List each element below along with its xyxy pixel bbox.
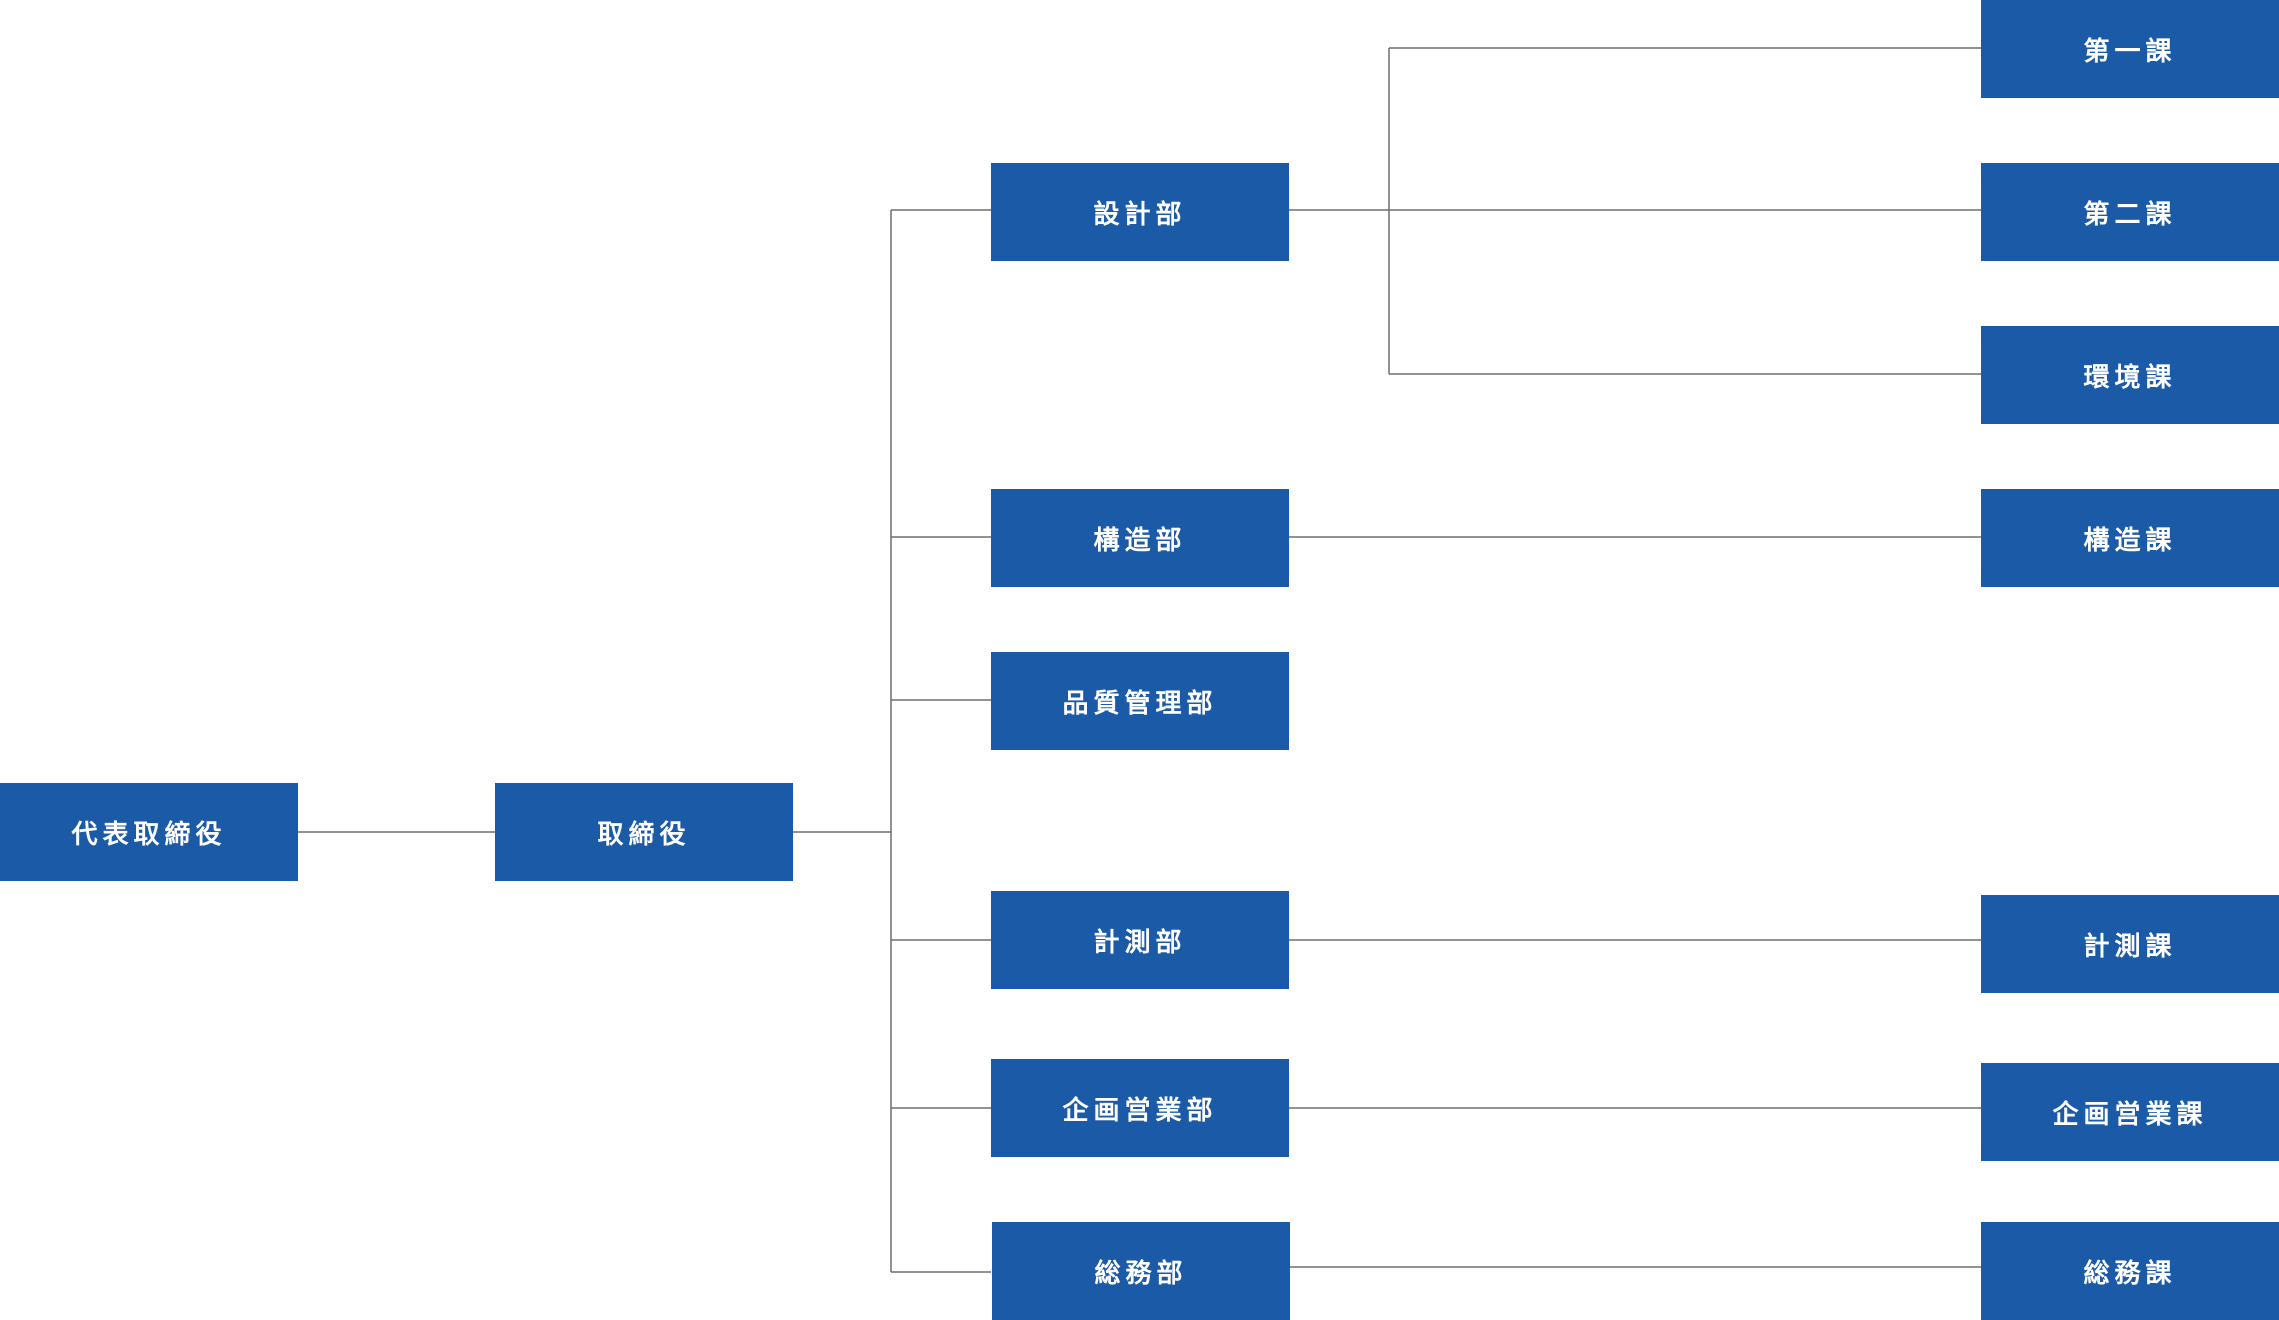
section-general-box: 総務課: [1981, 1222, 2279, 1320]
dept-quality-box: 品質管理部: [991, 652, 1289, 750]
section-design-1-box: 第一課: [1981, 0, 2279, 98]
line-design-sections: [1288, 47, 1981, 375]
dept-design-box: 設計部: [991, 163, 1289, 261]
section-survey-box: 計測課: [1981, 895, 2279, 993]
dept-general-box: 総務部: [992, 1222, 1290, 1320]
ceo-box: 代表取締役: [0, 783, 298, 881]
dept-structure-box: 構造部: [991, 489, 1289, 587]
dept-planning-box: 企画営業部: [991, 1059, 1289, 1157]
section-design-2-box: 第二課: [1981, 163, 2279, 261]
section-environment-box: 環境課: [1981, 326, 2279, 424]
director-box: 取締役: [495, 783, 793, 881]
section-structure-box: 構造課: [1981, 489, 2279, 587]
section-planning-box: 企画営業課: [1981, 1063, 2279, 1161]
dept-survey-box: 計測部: [991, 891, 1289, 989]
